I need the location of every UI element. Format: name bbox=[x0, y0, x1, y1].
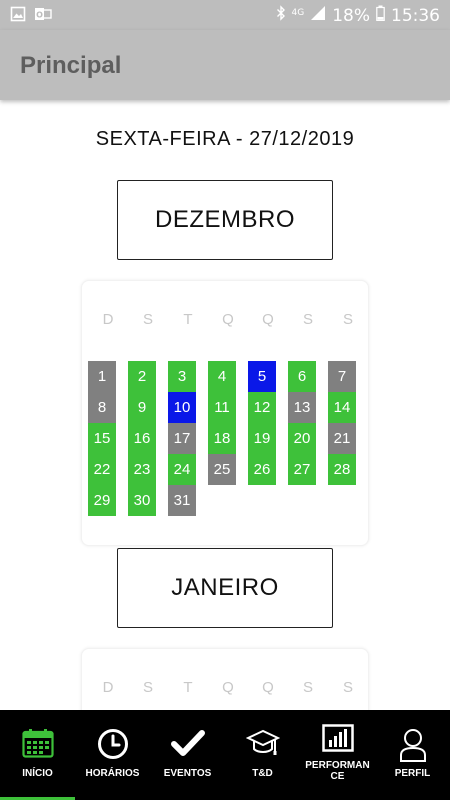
calendar-day-9[interactable]: 9 bbox=[128, 392, 156, 423]
user-icon bbox=[399, 728, 427, 767]
weekday-label: T bbox=[183, 311, 193, 328]
calendar-day-30[interactable]: 30 bbox=[128, 485, 156, 516]
bar-chart-icon bbox=[321, 724, 354, 759]
calendar-day-18[interactable]: 18 bbox=[208, 423, 236, 454]
calendar-day-6[interactable]: 6 bbox=[288, 361, 316, 392]
nav-item-inicio[interactable]: INÍCIO bbox=[0, 710, 75, 800]
calendar-day-23[interactable]: 23 bbox=[128, 454, 156, 485]
weekday-label: D bbox=[102, 679, 114, 696]
nav-label: INÍCIO bbox=[22, 768, 53, 779]
nav-item-performance[interactable]: PERFORMANCE bbox=[300, 710, 375, 800]
calendar-day-14[interactable]: 14 bbox=[328, 392, 356, 423]
calendar-day-13[interactable]: 13 bbox=[288, 392, 316, 423]
current-date: SEXTA-FEIRA - 27/12/2019 bbox=[95, 128, 355, 150]
calendar-day-22[interactable]: 22 bbox=[88, 454, 116, 485]
bluetooth-icon bbox=[276, 5, 286, 26]
nav-label: PERFORMANCE bbox=[305, 760, 370, 782]
network-type: 4G bbox=[291, 7, 305, 18]
weekday-label: S bbox=[342, 679, 353, 696]
calendar-day-24[interactable]: 24 bbox=[168, 454, 196, 485]
calendar-day-2[interactable]: 2 bbox=[128, 361, 156, 392]
nav-label: T&D bbox=[252, 768, 273, 779]
weekday-label: S bbox=[142, 679, 153, 696]
image-notification-icon bbox=[10, 6, 26, 26]
outlook-notification-icon: O bbox=[34, 6, 52, 26]
weekday-label: S bbox=[142, 311, 153, 328]
weekday-label: S bbox=[342, 311, 353, 328]
weekday-header: D S T Q Q S S bbox=[88, 679, 368, 696]
weekday-label: Q bbox=[262, 311, 274, 328]
weekday-label: Q bbox=[222, 679, 234, 696]
calendar-day-27[interactable]: 27 bbox=[288, 454, 316, 485]
calendar-day-31[interactable]: 31 bbox=[168, 485, 196, 516]
battery-percent: 18% bbox=[332, 5, 370, 26]
weekday-label: T bbox=[183, 679, 193, 696]
nav-item-horarios[interactable]: HORÁRIOS bbox=[75, 710, 150, 800]
calendar-day-10[interactable]: 10 bbox=[168, 392, 196, 423]
clock-icon bbox=[97, 728, 129, 765]
calendar-day-29[interactable]: 29 bbox=[88, 485, 116, 516]
weekday-label: Q bbox=[262, 679, 274, 696]
nav-item-perfil[interactable]: PERFIL bbox=[375, 710, 450, 800]
active-indicator bbox=[0, 797, 75, 800]
svg-text:O: O bbox=[36, 11, 43, 20]
calendar-day-8[interactable]: 8 bbox=[88, 392, 116, 423]
calendar-day-5[interactable]: 5 bbox=[248, 361, 276, 392]
calendar-day-4[interactable]: 4 bbox=[208, 361, 236, 392]
month-button-janeiro[interactable]: JANEIRO bbox=[117, 548, 333, 628]
page-title: Principal bbox=[20, 52, 122, 79]
status-bar: O 4G 18% 15:36 bbox=[0, 0, 450, 30]
weekday-header: D S T Q Q S S bbox=[88, 311, 368, 328]
weekday-label: D bbox=[102, 311, 114, 328]
signal-icon bbox=[310, 5, 326, 26]
calendar-day-1[interactable]: 1 bbox=[88, 361, 116, 392]
nav-item-td[interactable]: T&D bbox=[225, 710, 300, 800]
weekday-label: S bbox=[302, 311, 313, 328]
month-button-dezembro[interactable]: DEZEMBRO bbox=[117, 180, 333, 260]
calendar-day-15[interactable]: 15 bbox=[88, 423, 116, 454]
calendar-day-28[interactable]: 28 bbox=[328, 454, 356, 485]
calendar-day-11[interactable]: 11 bbox=[208, 392, 236, 423]
app-bar: Principal bbox=[0, 30, 450, 100]
calendar-day-12[interactable]: 12 bbox=[248, 392, 276, 423]
calendar-day-26[interactable]: 26 bbox=[248, 454, 276, 485]
calendar-day-7[interactable]: 7 bbox=[328, 361, 356, 392]
calendar-day-3[interactable]: 3 bbox=[168, 361, 196, 392]
bottom-navigation: INÍCIO HORÁRIOS EVENTOS T&D PERFORMANCE … bbox=[0, 710, 450, 800]
weekday-label: Q bbox=[222, 311, 234, 328]
nav-item-eventos[interactable]: EVENTOS bbox=[150, 710, 225, 800]
calendar-day-21[interactable]: 21 bbox=[328, 423, 356, 454]
checkmark-icon bbox=[170, 728, 205, 763]
calendar-day-17[interactable]: 17 bbox=[168, 423, 196, 454]
calendar-icon bbox=[21, 728, 54, 763]
clock-time: 15:36 bbox=[391, 5, 440, 26]
battery-icon bbox=[376, 5, 385, 26]
calendar-day-19[interactable]: 19 bbox=[248, 423, 276, 454]
weekday-label: S bbox=[302, 679, 313, 696]
nav-label: HORÁRIOS bbox=[85, 768, 140, 779]
calendar-day-16[interactable]: 16 bbox=[128, 423, 156, 454]
nav-label: PERFIL bbox=[394, 768, 431, 779]
nav-label: EVENTOS bbox=[163, 768, 212, 779]
calendar-day-25[interactable]: 25 bbox=[208, 454, 236, 485]
graduation-cap-icon bbox=[245, 728, 280, 765]
calendar-day-20[interactable]: 20 bbox=[288, 423, 316, 454]
